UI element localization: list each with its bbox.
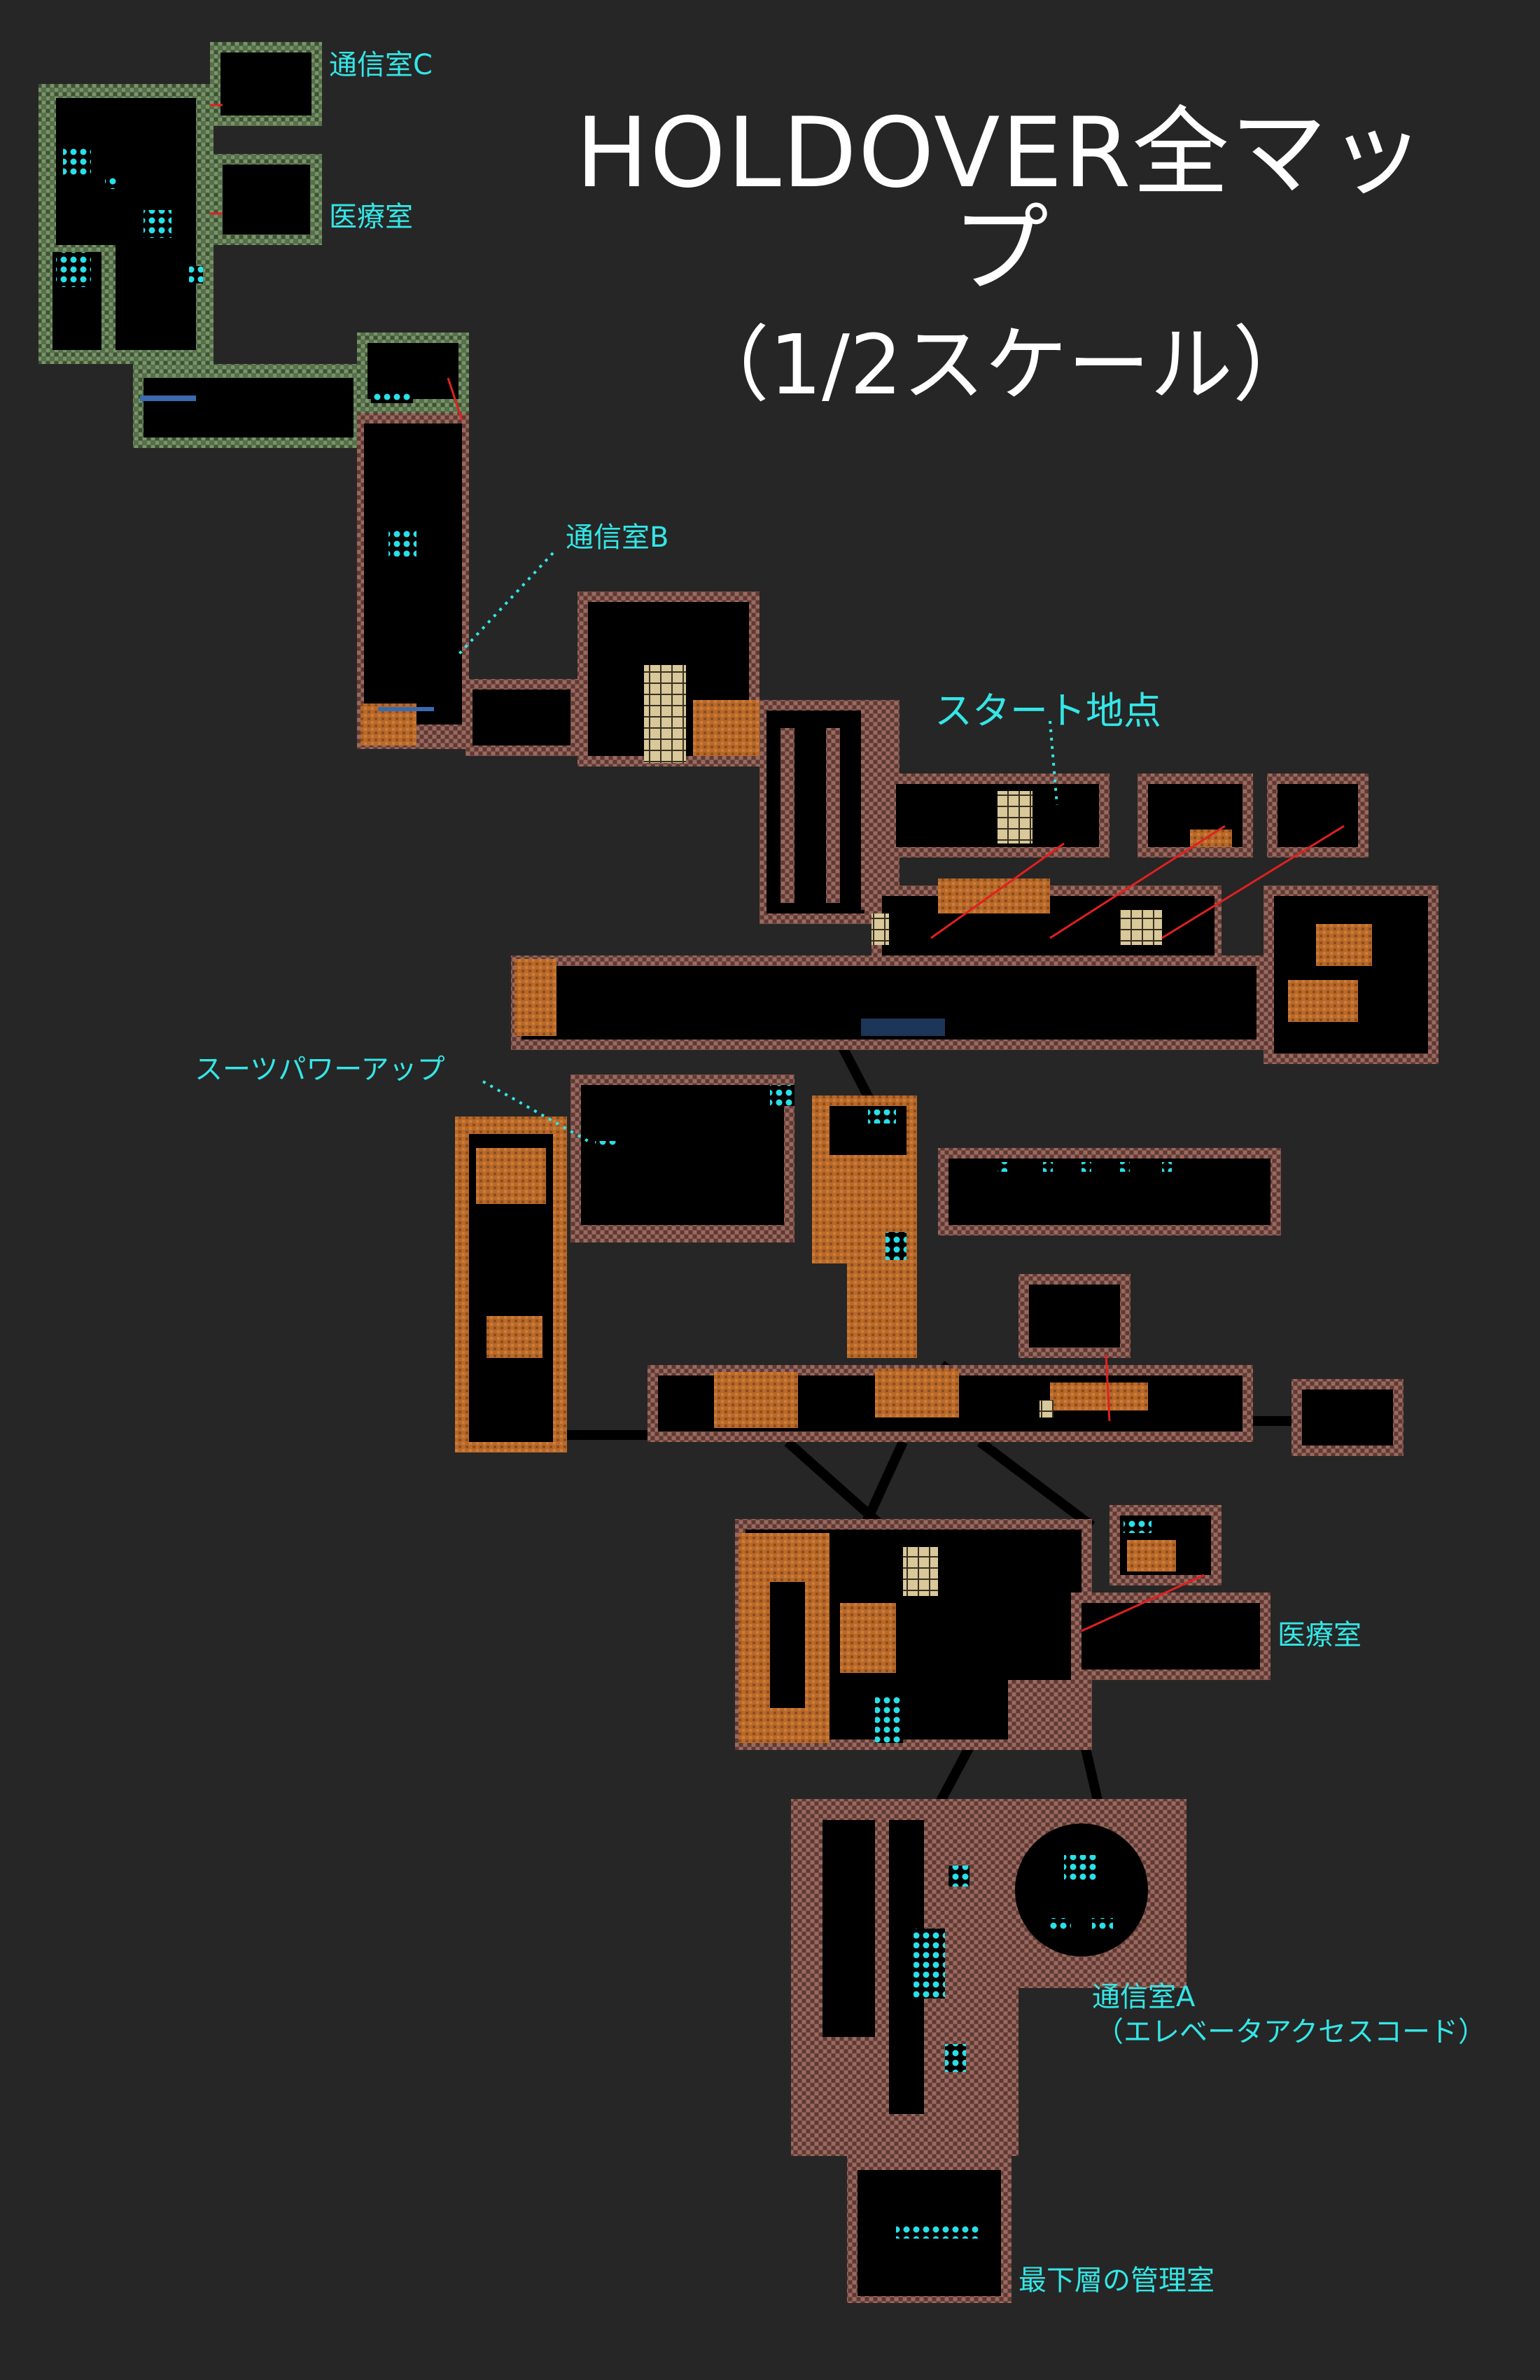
lower-cave xyxy=(735,1505,1270,1750)
green-complex xyxy=(38,42,469,448)
label-comm-room-a: 通信室A xyxy=(1092,1981,1196,2013)
label-medical-room-bottom: 医療室 xyxy=(1278,1619,1362,1651)
middle-block-area xyxy=(465,592,899,924)
upper-shaft xyxy=(357,377,469,749)
label-comm-room-c: 通信室C xyxy=(329,49,433,81)
label-elevator-access-code: （エレベータアクセスコード） xyxy=(1096,2016,1486,2048)
long-corridor xyxy=(511,955,1267,1050)
label-start-point: スタート地点 xyxy=(934,689,1161,733)
label-suit-power-up: スーツパワーアップ xyxy=(195,1054,445,1086)
start-area xyxy=(872,774,1438,1064)
label-comm-room-b: 通信室B xyxy=(566,522,669,554)
suit-area xyxy=(455,1074,1281,1452)
middle-wide-area xyxy=(648,1274,1404,1456)
map-title-line2: （1/2スケール） xyxy=(687,316,1315,413)
comm-a-area xyxy=(791,1799,1186,2303)
map-title: HOLDOVER全マップ （1/2スケール） xyxy=(546,97,1456,413)
label-lowest-control-room: 最下層の管理室 xyxy=(1018,2264,1214,2297)
callout-lines xyxy=(457,552,1058,1142)
map-title-line1: HOLDOVER全マップ xyxy=(575,97,1427,306)
label-medical-room-top: 医療室 xyxy=(329,201,413,233)
